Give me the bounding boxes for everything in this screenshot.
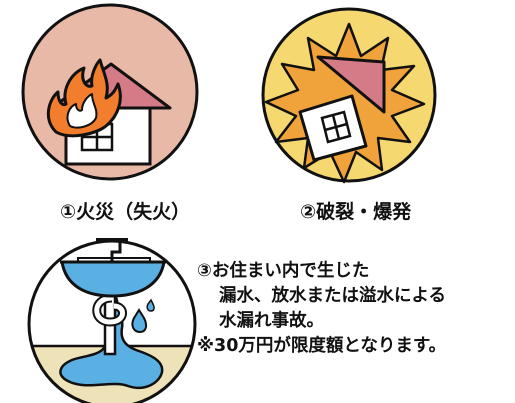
water-leak-line-3: 水漏れ事故。	[219, 311, 324, 331]
water-leak-sink-icon	[27, 238, 197, 403]
limit-note: ※30万円が限度額となります。	[197, 336, 447, 356]
water-leak-line-2: 漏水、放水または溢水による	[219, 286, 446, 306]
explosion-house-icon	[261, 7, 437, 184]
water-leak-line-1: ③お住まい内で生じた	[197, 261, 370, 281]
water-leak-description: ③お住まい内で生じた 漏水、放水または溢水による 水漏れ事故。 ※30万円が限度…	[197, 259, 446, 359]
burst-explosion-caption: ②破裂・爆発	[300, 201, 412, 223]
fire-house-icon	[21, 3, 199, 181]
fire-caption: ①火災（失火）	[60, 201, 191, 223]
